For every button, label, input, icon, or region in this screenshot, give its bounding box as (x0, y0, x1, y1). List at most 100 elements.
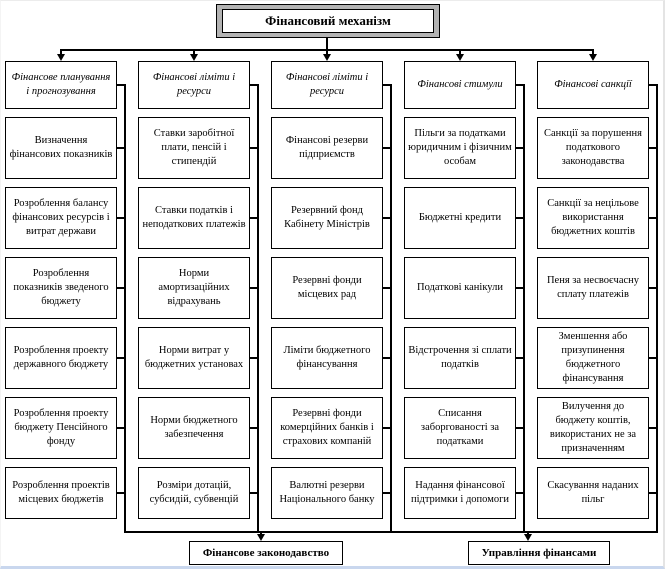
diagram-node: Відстрочення зі сплати податків (404, 327, 525, 389)
footer-node-financial-management: Управління фінансами (468, 541, 610, 565)
node-label: Бюджетні кредити (418, 212, 502, 224)
arrow-down-icon (322, 54, 331, 61)
column-financial-limits-resources-2: Фінансові ліміти і ресурси Фінансові рез… (271, 61, 392, 519)
arrow-down-icon (256, 534, 265, 541)
node-label: Пеня за несвоєчасну сплату платежів (546, 275, 640, 300)
connector-stem (193, 49, 195, 55)
diagram-node: Ставки податків і неподаткових платежів (138, 187, 259, 249)
diagram-node: Санкції за порушення податкового законод… (537, 117, 658, 179)
diagram-node: Вилучення до бюджету коштів, використани… (537, 397, 658, 459)
node-label: Норми витрат у бюджетних установах (144, 345, 244, 370)
diagram-node: Надання фінансової підтримки і допомоги (404, 467, 525, 519)
node-label: Розроблення проектів місцевих бюджетів (12, 480, 110, 505)
diagram-node: Норми бюджетного забезпечення (138, 397, 259, 459)
arrow-down-icon (455, 54, 464, 61)
column-header: Фінансове планування і прогнозування (5, 61, 126, 109)
node-label: Визначення фінансових показників (9, 135, 113, 160)
column-header: Фінансові ліміти і ресурси (138, 61, 259, 109)
diagram-node: Розроблення показників зведеного бюджету (5, 257, 126, 319)
diagram-node: Ліміти бюджетного фінансування (271, 327, 392, 389)
node-label: Ставки заробітної плати, пенсій і стипен… (153, 128, 235, 167)
connector-stem (592, 49, 594, 55)
footer-node-label: Управління фінансами (481, 547, 597, 559)
connector-rail (257, 85, 259, 531)
diagram-node: Розміри дотацій, субсидій, субвенцій (138, 467, 259, 519)
column-header-label: Фінансові ліміти і ресурси (285, 71, 369, 97)
diagram-node: Розроблення балансу фінансових ресурсів … (5, 187, 126, 249)
connector-bottom-bus (124, 531, 658, 533)
column-header: Фінансові ліміти і ресурси (271, 61, 392, 109)
connector-rail (523, 85, 525, 531)
connector-rail (656, 85, 658, 531)
column-header-label: Фінансові стимули (417, 78, 503, 90)
diagram-node: Зменшення або призупинення бюджетного фі… (537, 327, 658, 389)
node-label: Санкції за порушення податкового законод… (544, 128, 642, 167)
node-label: Ставки податків і неподаткових платежів (142, 205, 246, 230)
diagram-node: Норми витрат у бюджетних установах (138, 327, 259, 389)
diagram-node: Ставки заробітної плати, пенсій і стипен… (138, 117, 259, 179)
node-label: Резервні фонди місцевих рад (292, 275, 362, 300)
connector-stem (326, 49, 328, 55)
column-header: Фінансові стимули (404, 61, 525, 109)
node-label: Списання заборгованості за податками (420, 408, 500, 447)
diagram-node: Санкції за нецільове використання бюджет… (537, 187, 658, 249)
node-label: Санкції за нецільове використання бюджет… (547, 198, 639, 237)
node-label: Валютні резерви Національного банку (279, 480, 375, 505)
column-financial-limits-resources-1: Фінансові ліміти і ресурси Ставки заробі… (138, 61, 259, 519)
node-label: Розроблення проекту державного бюджету (13, 345, 109, 370)
node-label: Резервний фонд Кабінету Міністрів (284, 205, 370, 230)
connector-rail (390, 85, 392, 531)
column-header-label: Фінансові санкції (554, 78, 632, 90)
node-label: Норми амортизаційних відрахувань (158, 268, 230, 307)
column-financial-planning: Фінансове планування і прогнозування Виз… (5, 61, 126, 519)
root-node-label: Фінансовий механізм (265, 13, 391, 28)
node-label: Розроблення балансу фінансових ресурсів … (12, 198, 110, 237)
arrow-down-icon (189, 54, 198, 61)
root-node: Фінансовий механізм (222, 9, 434, 33)
connector-stem (260, 531, 262, 536)
connector-rail (124, 85, 126, 531)
column-financial-sanctions: Фінансові санкції Санкції за порушення п… (537, 61, 658, 519)
connector-root-stem (326, 38, 328, 49)
diagram-node: Розроблення проектів місцевих бюджетів (5, 467, 126, 519)
diagram-node: Списання заборгованості за податками (404, 397, 525, 459)
column-financial-incentives: Фінансові стимули Пільги за податками юр… (404, 61, 525, 519)
node-label: Вилучення до бюджету коштів, використани… (549, 401, 637, 454)
arrow-down-icon (523, 534, 532, 541)
node-label: Пільги за податками юридичним і фізичним… (408, 128, 512, 167)
connector-stem (459, 49, 461, 55)
arrow-down-icon (56, 54, 65, 61)
footer-node-label: Фінансове законодавство (202, 547, 330, 559)
diagram-node: Резервні фонди комерційних банків і стра… (271, 397, 392, 459)
node-label: Фінансові резерви підприємств (285, 135, 369, 160)
column-header: Фінансові санкції (537, 61, 658, 109)
node-label: Надання фінансової підтримки і допомоги (410, 480, 510, 505)
diagram-node: Норми амортизаційних відрахувань (138, 257, 259, 319)
node-label: Відстрочення зі сплати податків (408, 345, 512, 370)
node-label: Податкові канікули (417, 282, 503, 294)
footer-node-financial-legislation: Фінансове законодавство (189, 541, 343, 565)
diagram-node: Резервний фонд Кабінету Міністрів (271, 187, 392, 249)
arrow-down-icon (588, 54, 597, 61)
column-header-label: Фінансове планування і прогнозування (11, 71, 111, 97)
diagram-node: Пеня за несвоєчасну сплату платежів (537, 257, 658, 319)
diagram-node: Скасування наданих пільг (537, 467, 658, 519)
diagram-node: Розроблення проекту державного бюджету (5, 327, 126, 389)
node-label: Зменшення або призупинення бюджетного фі… (558, 331, 628, 384)
diagram-node: Пільги за податками юридичним і фізичним… (404, 117, 525, 179)
diagram-node: Фінансові резерви підприємств (271, 117, 392, 179)
diagram-node: Бюджетні кредити (404, 187, 525, 249)
diagram-node: Визначення фінансових показників (5, 117, 126, 179)
column-header-label: Фінансові ліміти і ресурси (152, 71, 236, 97)
node-label: Скасування наданих пільг (547, 480, 639, 505)
node-label: Норми бюджетного забезпечення (150, 415, 238, 440)
node-label: Розміри дотацій, субсидій, субвенцій (149, 480, 239, 505)
node-label: Ліміти бюджетного фінансування (283, 345, 371, 370)
connector-stem (527, 531, 529, 536)
node-label: Розроблення показників зведеного бюджету (13, 268, 109, 307)
node-label: Резервні фонди комерційних банків і стра… (280, 408, 374, 447)
diagram-node: Розроблення проекту бюджету Пенсійного ф… (5, 397, 126, 459)
diagram-node: Податкові канікули (404, 257, 525, 319)
diagram-node: Валютні резерви Національного банку (271, 467, 392, 519)
